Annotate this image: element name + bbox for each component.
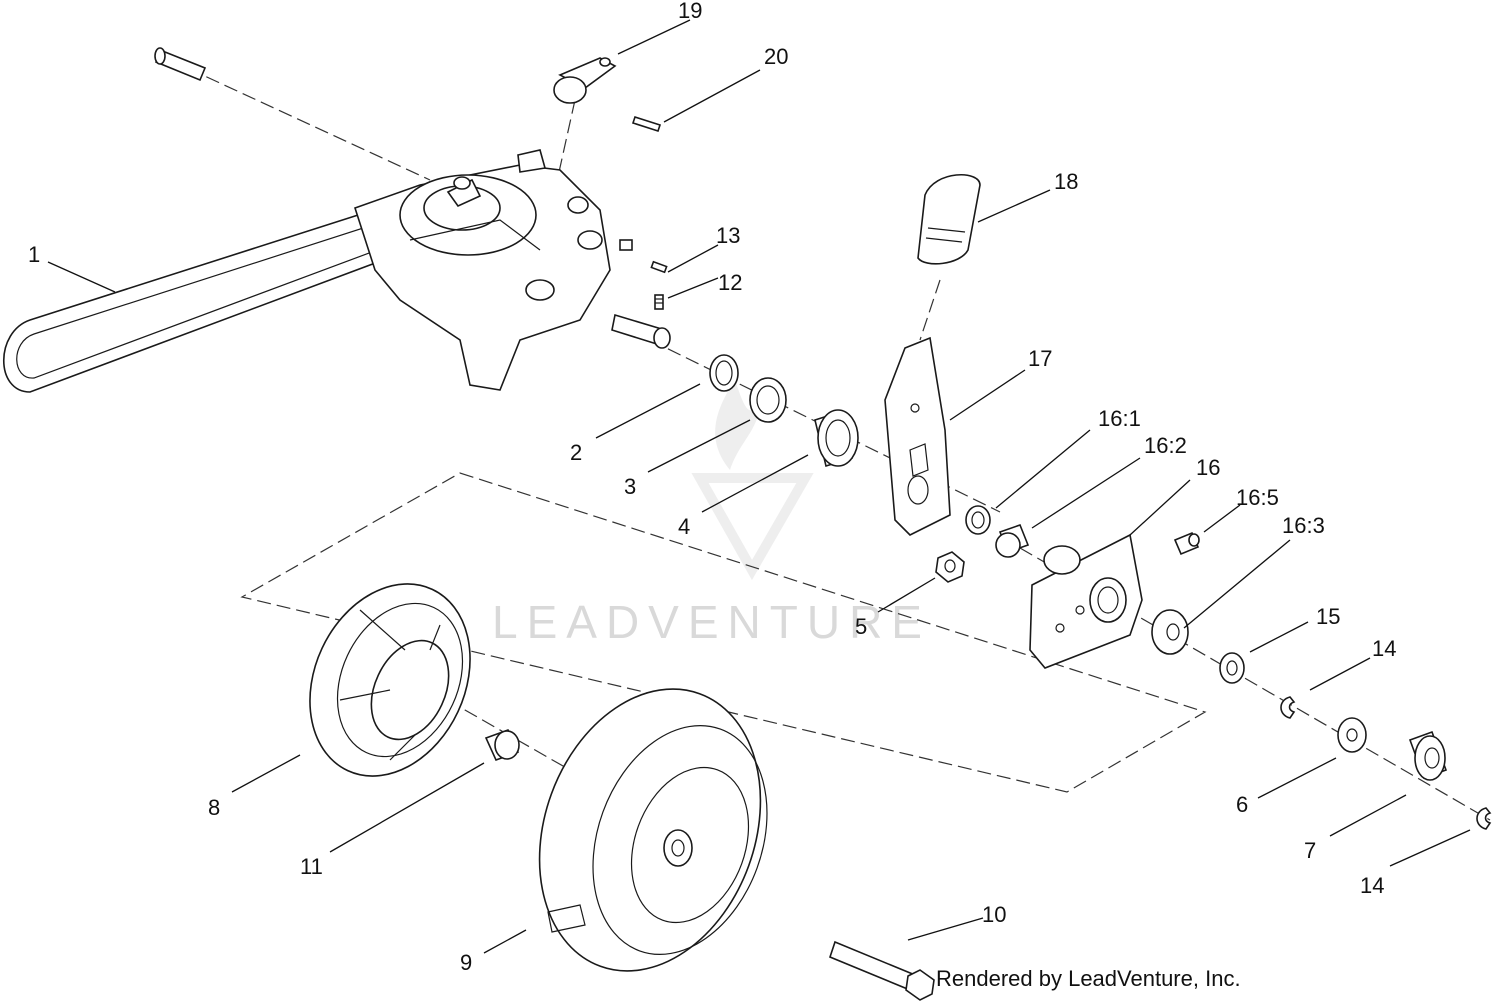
callout-20: 20 <box>764 44 788 69</box>
pivot-arm-part <box>1029 533 1143 669</box>
callout-14-lower: 14 <box>1360 873 1384 898</box>
callout-5: 5 <box>855 614 867 639</box>
grease-fitting-part <box>1173 531 1200 556</box>
wheel-cover-part <box>309 583 471 777</box>
pinion-gear-part <box>1408 730 1448 781</box>
callout-16: 16 <box>1196 455 1220 480</box>
control-lever-part <box>553 57 617 104</box>
shoulder-bolt-part <box>829 940 935 1001</box>
callout-16-3: 16:3 <box>1282 513 1325 538</box>
transmission-part <box>353 149 633 391</box>
thrust-washer-part <box>1337 717 1367 753</box>
callout-4: 4 <box>678 514 690 539</box>
e-clip-lower-part <box>1476 807 1492 830</box>
callout-9: 9 <box>460 950 472 975</box>
callout-10: 10 <box>982 902 1006 927</box>
retaining-ring-part <box>709 354 739 392</box>
callout-8: 8 <box>208 795 220 820</box>
pin-part <box>631 115 662 133</box>
callout-7: 7 <box>1304 838 1316 863</box>
watermark-text: LEADVENTURE <box>492 596 931 648</box>
bearing-part <box>965 505 991 535</box>
callout-3: 3 <box>624 474 636 499</box>
drive-shaft-part <box>154 47 207 82</box>
flat-washer-part <box>1219 652 1245 684</box>
callout-14-upper: 14 <box>1372 636 1396 661</box>
bushing-part <box>814 409 859 468</box>
hex-nut-part <box>935 551 965 583</box>
callout-1: 1 <box>28 242 40 267</box>
washer-part <box>749 377 787 423</box>
callout-12: 12 <box>718 270 742 295</box>
callout-15: 15 <box>1316 604 1340 629</box>
leader-lines <box>47 19 1471 954</box>
callout-11: 11 <box>300 854 323 879</box>
spacer-part <box>995 523 1030 558</box>
callout-6: 6 <box>1236 792 1248 817</box>
credit-line: Rendered by LeadVenture, Inc. <box>936 966 1241 991</box>
callout-labels: 1 2 3 4 5 6 7 8 9 10 11 12 13 14 14 15 1… <box>28 0 1396 975</box>
spring-part <box>654 294 664 310</box>
axle-shaft-part <box>611 313 671 349</box>
wheel-spacer-part <box>484 728 520 762</box>
callout-16-1: 16:1 <box>1098 406 1141 431</box>
outer-bearing-part <box>1151 609 1189 655</box>
key-part <box>650 260 668 274</box>
callout-16-5: 16:5 <box>1236 485 1279 510</box>
callout-18: 18 <box>1054 169 1078 194</box>
wheel-part <box>538 688 768 972</box>
e-clip-upper-part <box>1280 696 1296 719</box>
height-knob-part <box>917 174 981 265</box>
drive-belt-part <box>2 207 412 393</box>
callout-13: 13 <box>716 223 740 248</box>
height-bracket-part <box>884 336 951 536</box>
callout-19: 19 <box>678 0 702 23</box>
callout-17: 17 <box>1028 346 1052 371</box>
callout-16-2: 16:2 <box>1144 433 1187 458</box>
watermark: LEADVENTURE <box>492 380 931 648</box>
watermark-logo-icon <box>691 380 814 581</box>
callout-2: 2 <box>570 440 582 465</box>
